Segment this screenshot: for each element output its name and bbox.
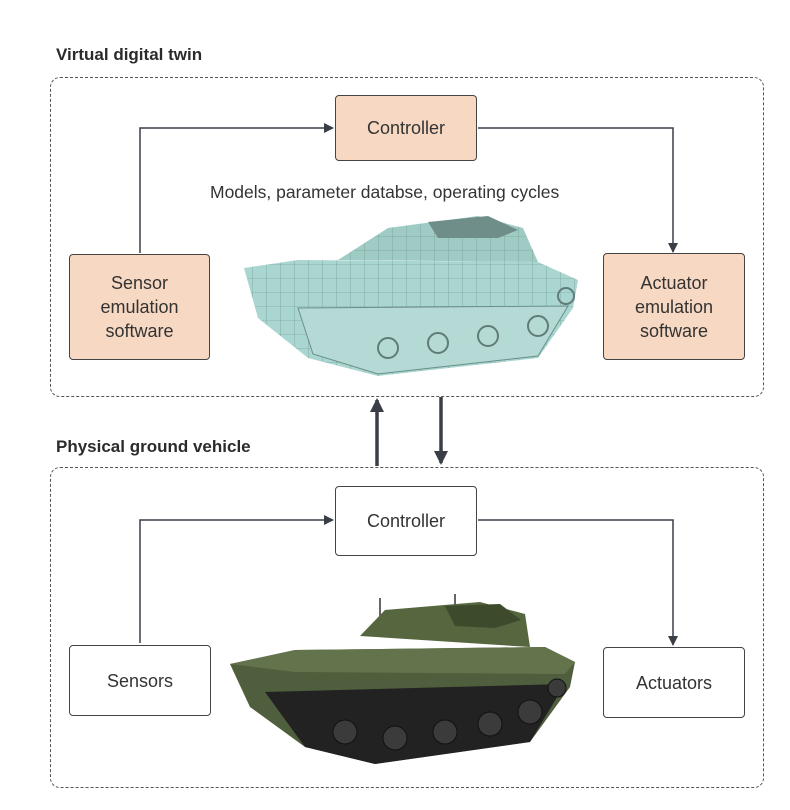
physical-controller-to-actuator-arrow [478,519,678,646]
physical-vehicle-frame [50,467,764,788]
models-caption: Models, parameter databse, operating cyc… [210,182,560,202]
physical-controller-box: Controller [335,486,477,556]
virtual-twin-frame [50,77,764,397]
virtual-tank-image [244,216,578,376]
virtual-controller-box: Controller [335,95,477,161]
actuators-box: Actuators [603,647,745,718]
virtual-twin-title: Virtual digital twin [56,45,203,64]
actuator-emulation-box: Actuator emulation software [603,253,745,360]
physical-vehicle-title: Physical ground vehicle [56,437,251,456]
physical-tank-image [230,594,575,764]
sensors-box: Sensors [69,645,211,716]
sensor-emulation-box: Sensor emulation software [69,254,210,360]
virtual-sensor-to-controller-arrow [139,123,334,253]
physical-sensor-to-controller-arrow [139,515,334,643]
virtual-controller-to-actuator-arrow [478,127,678,253]
